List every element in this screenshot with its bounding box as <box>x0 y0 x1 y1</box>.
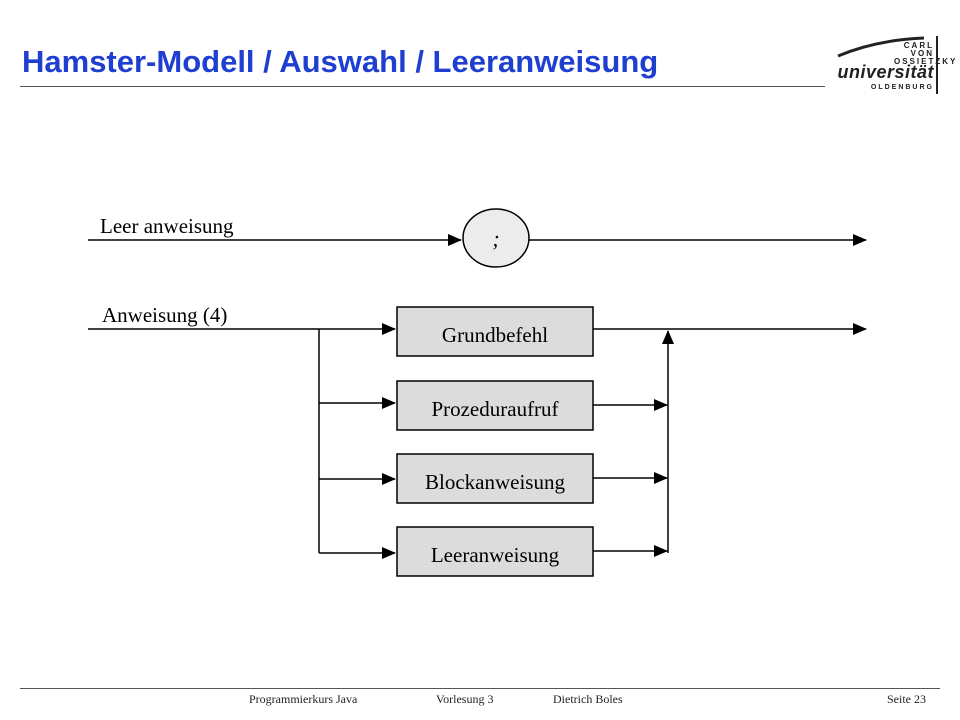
box-prozeduraufruf <box>396 380 594 431</box>
logo-line-3: OLDENBURG <box>870 84 934 91</box>
rule-2-label: Anweisung (4) <box>102 303 227 327</box>
footer-author: Dietrich Boles <box>553 692 623 706</box>
university-logo: CARL VON OSSIETZKY universität OLDENBURG <box>828 30 958 96</box>
rule-anweisung: Anweisung (4) Grundbefehl Prozeduraufruf… <box>88 303 867 577</box>
footer-course: Programmierkurs Java <box>249 692 358 706</box>
logo-bar <box>936 36 938 94</box>
title-divider <box>20 86 825 87</box>
terminal-symbol: ; <box>492 226 499 251</box>
footer-divider <box>20 688 940 689</box>
footer-page-number: Seite 23 <box>887 692 926 706</box>
box-grundbefehl <box>396 306 594 357</box>
terminal-semicolon <box>462 208 530 268</box>
logo-line-2: universität <box>837 62 934 82</box>
logo-swoosh-icon <box>837 36 925 58</box>
rule-1-label: Leer anweisung <box>100 214 234 238</box>
box-blockanweisung <box>396 453 594 504</box>
slide-title: Hamster-Modell / Auswahl / Leeranweisung <box>22 44 659 79</box>
box-1-label: Grundbefehl <box>442 323 548 347</box>
footer-lecture: Vorlesung 3 <box>436 692 494 706</box>
box-3-label: Blockanweisung <box>425 470 565 494</box>
box-4-label: Leeranweisung <box>431 543 560 567</box>
box-leeranweisung <box>396 526 594 577</box>
logo-line-1: CARL VON OSSIETZKY <box>894 41 958 66</box>
box-2-label: Prozeduraufruf <box>431 397 558 421</box>
rule-leeranweisung: Leer anweisung ; <box>88 208 867 268</box>
